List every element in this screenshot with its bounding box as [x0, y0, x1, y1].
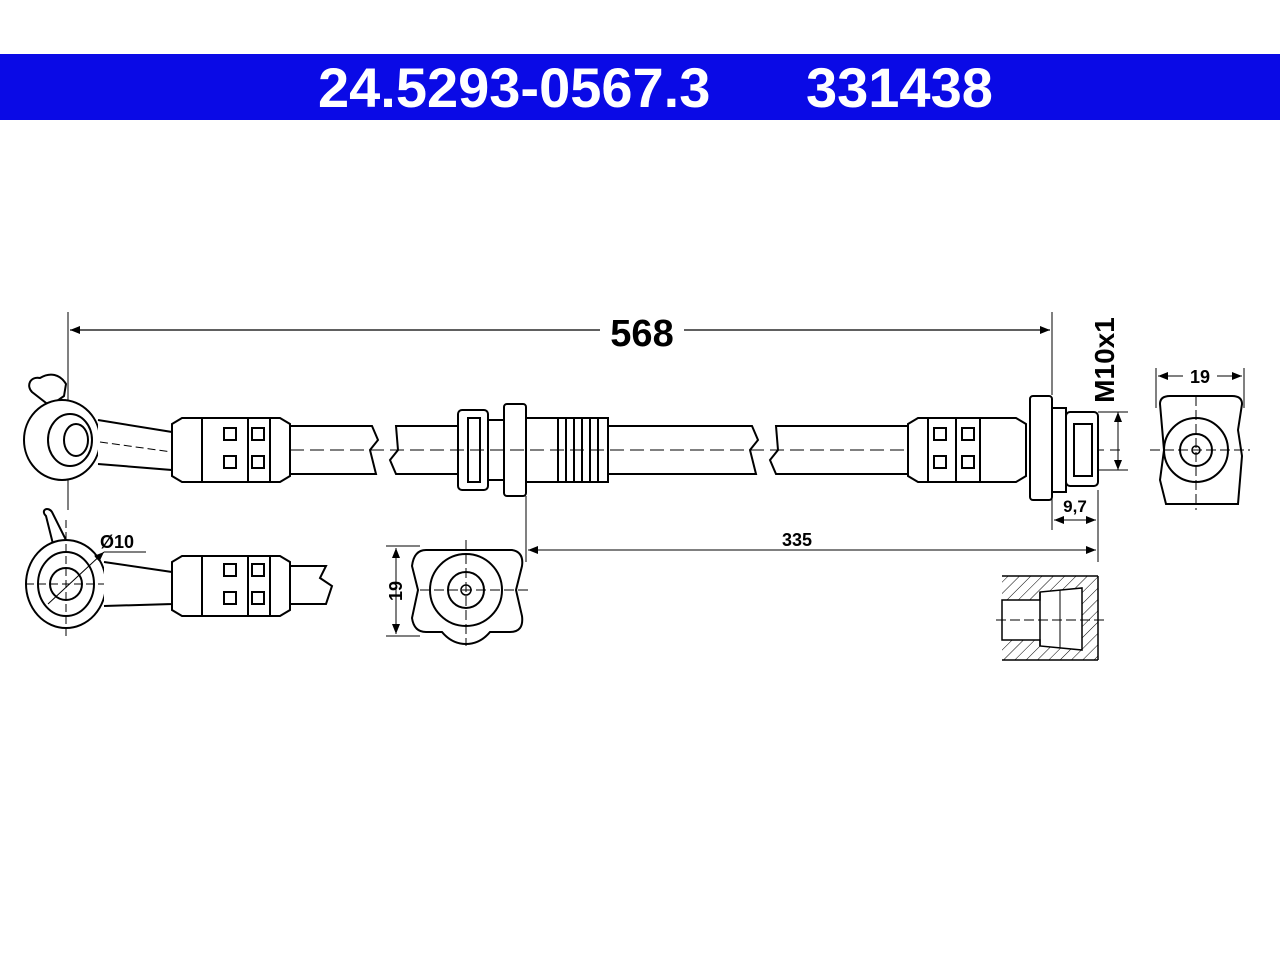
part-number-primary: 24.5293-0567.3 — [318, 56, 711, 119]
dimension-bracket-to-end: 335 — [525, 496, 1096, 562]
bracket-view: 19 — [386, 540, 530, 646]
bracket-height-label: 19 — [386, 581, 406, 601]
banjo-eye-left — [23, 373, 173, 481]
dimension-overall-length: 568 — [67, 312, 1053, 510]
end-view-right: 19 — [1150, 366, 1250, 510]
thread-label: M10x1 — [1089, 317, 1120, 403]
thread-depth-label: 9,7 — [1063, 497, 1087, 516]
eye-detail — [25, 508, 334, 640]
hose-assembly-top — [23, 373, 1120, 501]
dimension-thread: M10x1 — [1089, 317, 1128, 471]
dimension-thread-depth: 9,7 — [1051, 480, 1099, 562]
bracket-to-end-label: 335 — [782, 530, 812, 550]
right-fitting-width-label: 19 — [1190, 367, 1210, 387]
ferrule-left — [171, 417, 291, 483]
part-number-secondary: 331438 — [806, 56, 993, 119]
overall-length-label: 568 — [610, 313, 673, 355]
eye-diameter-label: Ø10 — [100, 532, 134, 552]
threaded-end-right — [1029, 395, 1099, 501]
ferrule-right — [907, 417, 1027, 483]
header-banner — [0, 54, 1280, 120]
section-view — [996, 575, 1104, 661]
